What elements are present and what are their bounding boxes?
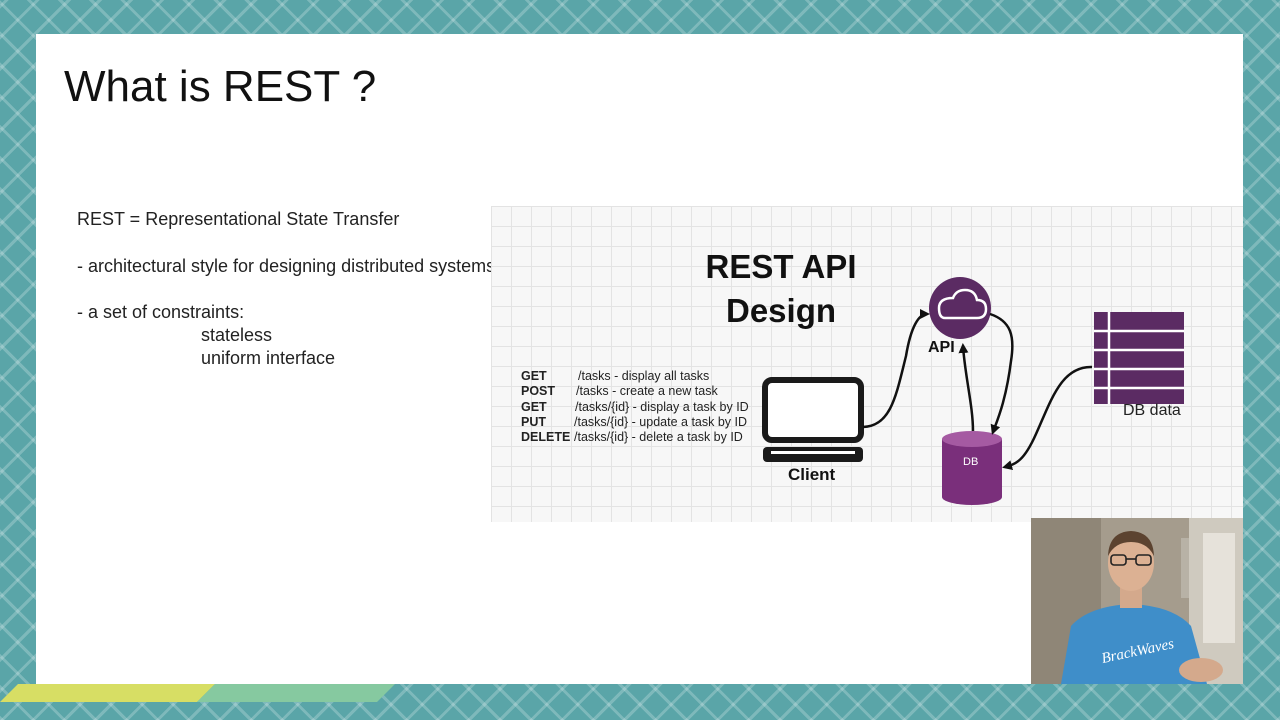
route-post-tasks: POST/tasks - create a new task (521, 384, 718, 398)
cloud-api-icon (929, 277, 991, 339)
bullet-constraints-heading: - a set of constraints: (77, 302, 245, 322)
api-label: API (928, 339, 955, 356)
route-description: /tasks - create a new task (576, 384, 718, 398)
route-description: /tasks/{id} - update a task by ID (574, 415, 748, 429)
db-data-label: DB data (1123, 402, 1181, 419)
decorative-stripe (0, 684, 395, 702)
db-label: DB (963, 456, 979, 468)
route-description: /tasks - display all tasks (578, 369, 710, 383)
slide: What is REST ? REST = Representational S… (36, 34, 1243, 684)
client-label: Client (788, 465, 836, 484)
route-put-task-by-id: PUT/tasks/{id} - update a task by ID (521, 415, 747, 429)
route-method: POST (521, 384, 556, 398)
slide-title: What is REST ? (64, 62, 377, 111)
diagram-graphics (762, 277, 1184, 505)
presenter-face (1108, 535, 1154, 591)
route-delete-task-by-id: DELETE/tasks/{id} - delete a task by ID (521, 430, 743, 444)
constraint-uniform-interface: uniform interface (201, 348, 336, 368)
bullet-architectural-style: - architectural style for designing dist… (77, 256, 496, 276)
route-description: /tasks/{id} - delete a task by ID (574, 430, 743, 444)
route-method: GET (521, 400, 547, 414)
diagram-title-line2: Design (725, 292, 837, 329)
connection-arrows (862, 309, 1093, 470)
rest-api-diagram: REST API Design GET/tasks - display all … (491, 206, 1243, 522)
diagram-title-line1: REST API (705, 248, 857, 285)
bullet-definition: REST = Representational State Transfer (77, 209, 400, 229)
table-grid-icon (1094, 312, 1184, 404)
route-description: /tasks/{id} - display a task by ID (575, 400, 749, 414)
route-get-tasks: GET/tasks - display all tasks (521, 369, 709, 383)
route-method: DELETE (521, 430, 571, 444)
blue-shirt (1061, 604, 1207, 684)
webcam-overlay: BrackWaves (1031, 518, 1243, 684)
database-icon (942, 431, 1002, 505)
route-method: GET (521, 369, 547, 383)
constraint-stateless: stateless (201, 325, 273, 345)
presenter-video: BrackWaves (1031, 518, 1243, 684)
route-get-task-by-id: GET/tasks/{id} - display a task by ID (521, 400, 749, 414)
route-method: PUT (521, 415, 546, 429)
computer-icon (762, 377, 864, 462)
